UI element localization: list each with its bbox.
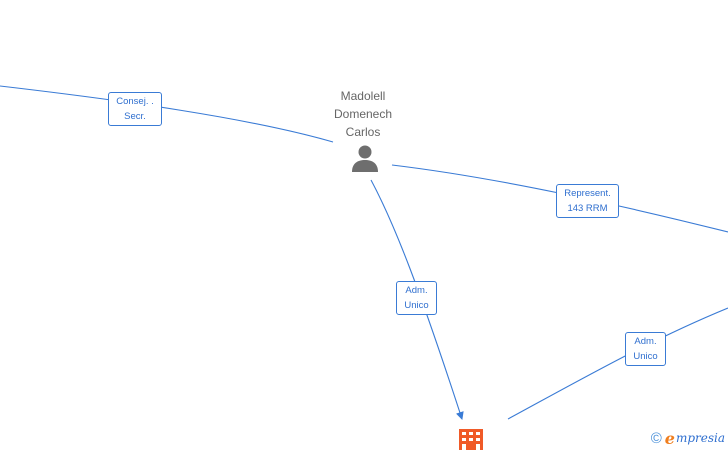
edge-label-line: Adm. (405, 285, 428, 296)
edge-label-adm-unico-external[interactable]: Adm. Unico (625, 332, 666, 366)
empresia-logo: © e mpresia (650, 428, 725, 448)
edge-adm-unico-external (507, 307, 728, 420)
building-icon[interactable] (459, 429, 483, 450)
person-name[interactable]: Madolell Domenech Carlos (313, 87, 413, 141)
copyright-icon: © (650, 429, 662, 447)
edge-label-line: 143 RRM (567, 203, 608, 214)
edge-label-line: Unico (633, 351, 658, 362)
edge-label-line: Adm. (634, 336, 657, 347)
person-name-line-1: Madolell (340, 89, 386, 103)
person-name-line-2: Domenech (333, 107, 393, 121)
edge-label-adm-unico[interactable]: Adm. Unico (396, 281, 437, 315)
edge-label-line: Secr. (124, 111, 146, 122)
edge-label-represent[interactable]: Represent. 143 RRM (556, 184, 619, 218)
edge-label-line: Consej. . (116, 96, 154, 107)
edge-label-line: Unico (404, 300, 429, 311)
edge-adm-unico-to-company (370, 179, 464, 420)
person-icon[interactable] (350, 143, 380, 173)
edge-label-line: Represent. (564, 188, 611, 199)
logo-initial: e (664, 428, 675, 448)
edge-label-consej-secr[interactable]: Consej. . Secr. (108, 92, 162, 126)
logo-wordmark: mpresia (675, 431, 725, 445)
edge-consej-secr (0, 85, 334, 143)
person-name-line-3: Carlos (345, 125, 381, 139)
